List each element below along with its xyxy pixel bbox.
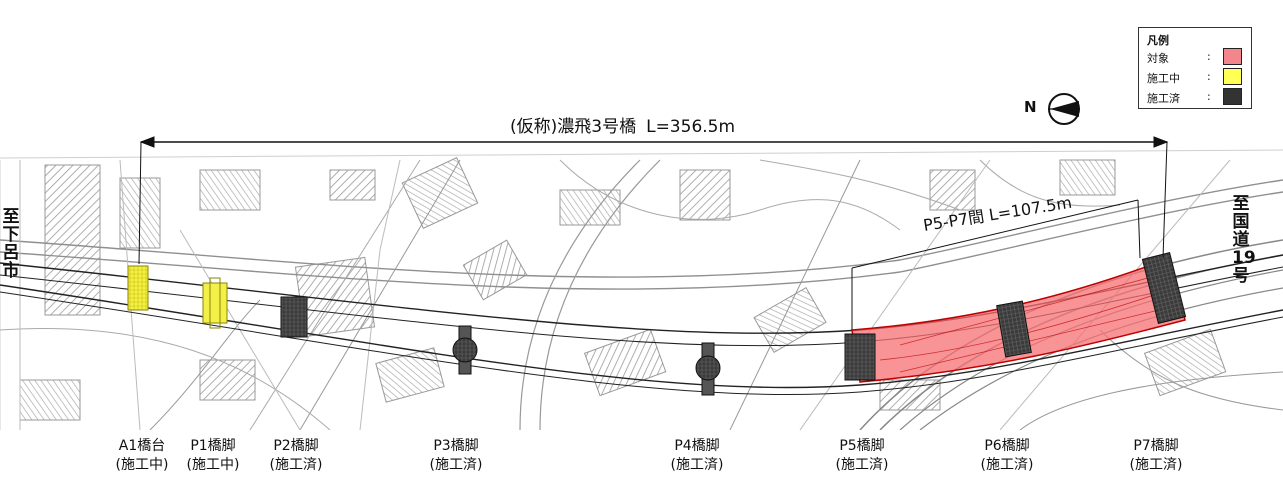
base-map (0, 149, 1283, 430)
legend-title: 凡例 (1147, 34, 1169, 47)
legend: 凡例 対象 : 施工中 : 施工済 : (1138, 27, 1252, 109)
pier-name: P7橋脚 (1133, 438, 1179, 454)
bridge-title: (仮称)濃飛3号橋 L=356.5m (510, 112, 735, 137)
pier-name: P3橋脚 (433, 438, 479, 454)
pier-a1-shape (127, 265, 149, 311)
pier-status: (施工中) (186, 457, 240, 473)
span-dimension (851, 199, 1141, 330)
legend-colon: : (1207, 50, 1211, 63)
legend-item-in-progress: 施工中 : (1147, 68, 1247, 86)
left-destination: 至下呂市 (2, 207, 20, 281)
legend-colon: : (1207, 90, 1211, 103)
right-destination: 至国道19号 (1232, 194, 1256, 286)
bridge-name: (仮称)濃飛3号橋 (510, 117, 637, 137)
pier-p7-shape (1141, 251, 1187, 325)
north-label: N (1024, 98, 1037, 116)
pier-label-p6: P6橋脚 (施工済) (962, 437, 1052, 475)
pier-p3-shape (452, 325, 478, 375)
north-arrow: N (1024, 92, 1086, 126)
legend-item-completed: 施工済 : (1147, 88, 1247, 106)
pier-name: P1橋脚 (190, 438, 236, 454)
pier-label-p4: P4橋脚 (施工済) (652, 437, 742, 475)
pier-p6-shape (996, 300, 1032, 358)
north-arrow-icon (1048, 93, 1080, 125)
total-length-dimension (138, 136, 1169, 265)
pier-label-p1: P1橋脚 (施工中) (168, 437, 258, 475)
pier-name: P6橋脚 (984, 438, 1030, 454)
pier-name: P4橋脚 (674, 438, 720, 454)
pier-p5-shape (844, 333, 876, 381)
pier-label-a1: A1橋台 (施工中) (97, 437, 187, 475)
pier-status: (施工済) (1129, 457, 1183, 473)
pier-p1-shape (202, 277, 228, 329)
pier-p2-shape (280, 296, 308, 338)
pier-status: (施工済) (429, 457, 483, 473)
legend-colon: : (1207, 70, 1211, 83)
pier-name: P5橋脚 (839, 438, 885, 454)
pier-name: A1橋台 (118, 438, 166, 454)
pier-status: (施工済) (269, 457, 323, 473)
pier-status: (施工済) (835, 457, 889, 473)
legend-swatch-in-progress (1223, 68, 1242, 85)
pier-label-p3: P3橋脚 (施工済) (411, 437, 501, 475)
legend-label: 施工済 (1147, 92, 1180, 105)
bridge-plan-map (0, 136, 1283, 430)
legend-swatch-target (1223, 48, 1242, 65)
pier-label-p7: P7橋脚 (施工済) (1111, 437, 1201, 475)
pier-p4-shape (695, 342, 721, 396)
pier-name: P2橋脚 (273, 438, 319, 454)
legend-swatch-completed (1223, 88, 1242, 105)
pier-status: (施工済) (980, 457, 1034, 473)
bridge-length: L=356.5m (646, 117, 736, 137)
pier-label-p2: P2橋脚 (施工済) (251, 437, 341, 475)
pier-label-p5: P5橋脚 (施工済) (817, 437, 907, 475)
legend-label: 対象 (1147, 52, 1169, 65)
legend-label: 施工中 (1147, 72, 1180, 85)
legend-item-target: 対象 : (1147, 48, 1247, 66)
pier-status: (施工中) (115, 457, 169, 473)
pier-status: (施工済) (670, 457, 724, 473)
